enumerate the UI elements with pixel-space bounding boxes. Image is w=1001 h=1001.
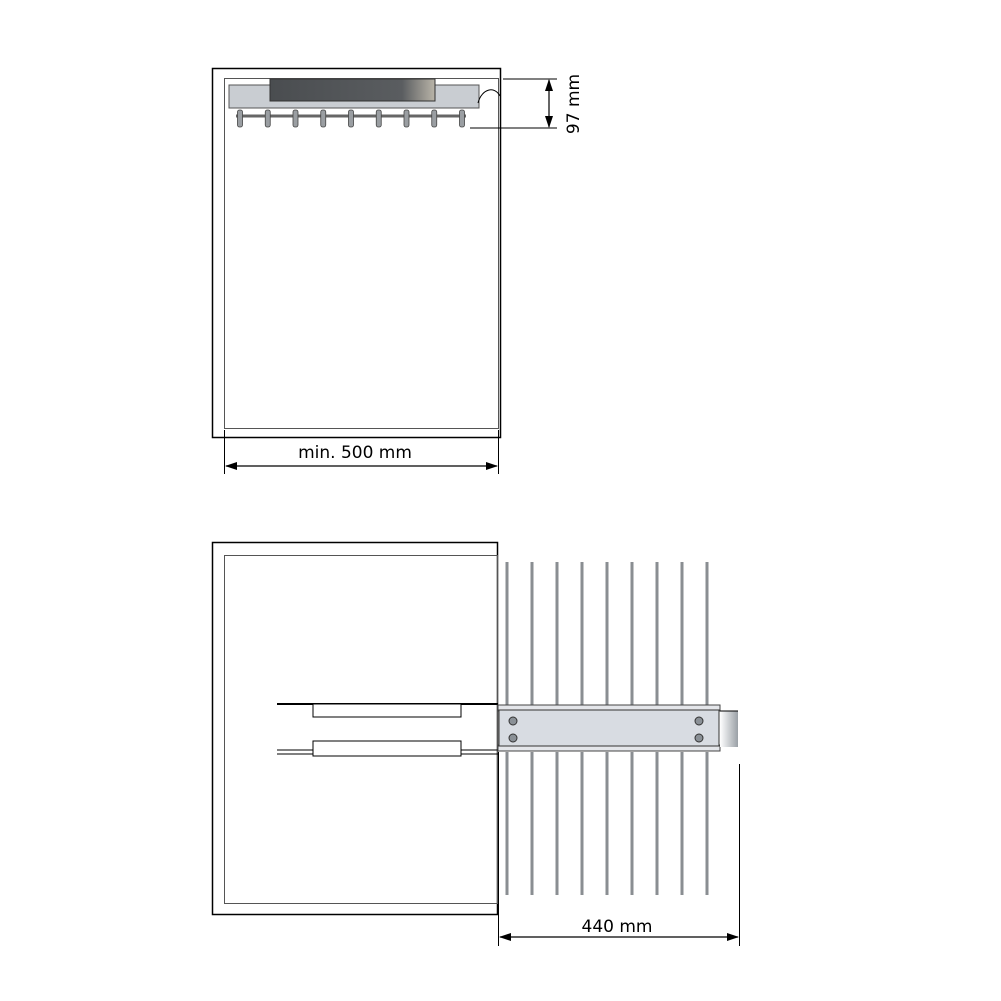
rod-upper [630, 562, 634, 705]
extension-dimension-label: 440 mm [582, 917, 653, 937]
bottom-view: 440 mm [211, 541, 740, 946]
screw-icon [508, 716, 518, 726]
cable-curve [477, 89, 501, 104]
hook [348, 109, 354, 128]
rod-lower [630, 752, 634, 895]
rod-upper [530, 562, 534, 705]
rod-upper [705, 562, 709, 705]
rod-lower [680, 752, 684, 895]
cabinet-inner [224, 78, 499, 429]
rod-lower [580, 752, 584, 895]
rod-upper [580, 562, 584, 705]
hook [431, 109, 438, 128]
rod-upper [555, 562, 559, 705]
hook [459, 109, 465, 128]
top-view: 97 mm min. 500 mm [211, 67, 584, 474]
hook [320, 109, 327, 128]
width-dimension-label: min. 500 mm [298, 443, 412, 463]
height-dimension-label: 97 mm [564, 74, 584, 134]
screw-icon [694, 716, 704, 726]
end-cap [720, 711, 738, 747]
rod-lower [705, 752, 709, 895]
rod-lower [505, 752, 509, 895]
slide-bracket-upper [312, 703, 462, 718]
rod-upper [505, 562, 509, 705]
rod-upper [605, 562, 609, 705]
rods [505, 562, 709, 895]
carrier-plate [498, 709, 720, 747]
hooks [237, 109, 465, 128]
rod-upper [680, 562, 684, 705]
cabinet-outer [211, 67, 502, 439]
rod-lower [655, 752, 659, 895]
cabinet-inner [224, 555, 498, 904]
rod-lower [605, 752, 609, 895]
screws [508, 716, 704, 743]
hook [264, 109, 271, 128]
rod-upper [655, 562, 659, 705]
screw-icon [694, 733, 704, 743]
rod-lower [530, 752, 534, 895]
hook [375, 109, 382, 128]
cabinet-outer [211, 541, 499, 916]
hook [403, 109, 410, 128]
screw-icon [508, 733, 518, 743]
slide-bracket-lower [312, 740, 462, 757]
rod-lower [555, 752, 559, 895]
mount-plate [269, 78, 436, 102]
hook [292, 109, 299, 128]
hook [237, 109, 243, 128]
